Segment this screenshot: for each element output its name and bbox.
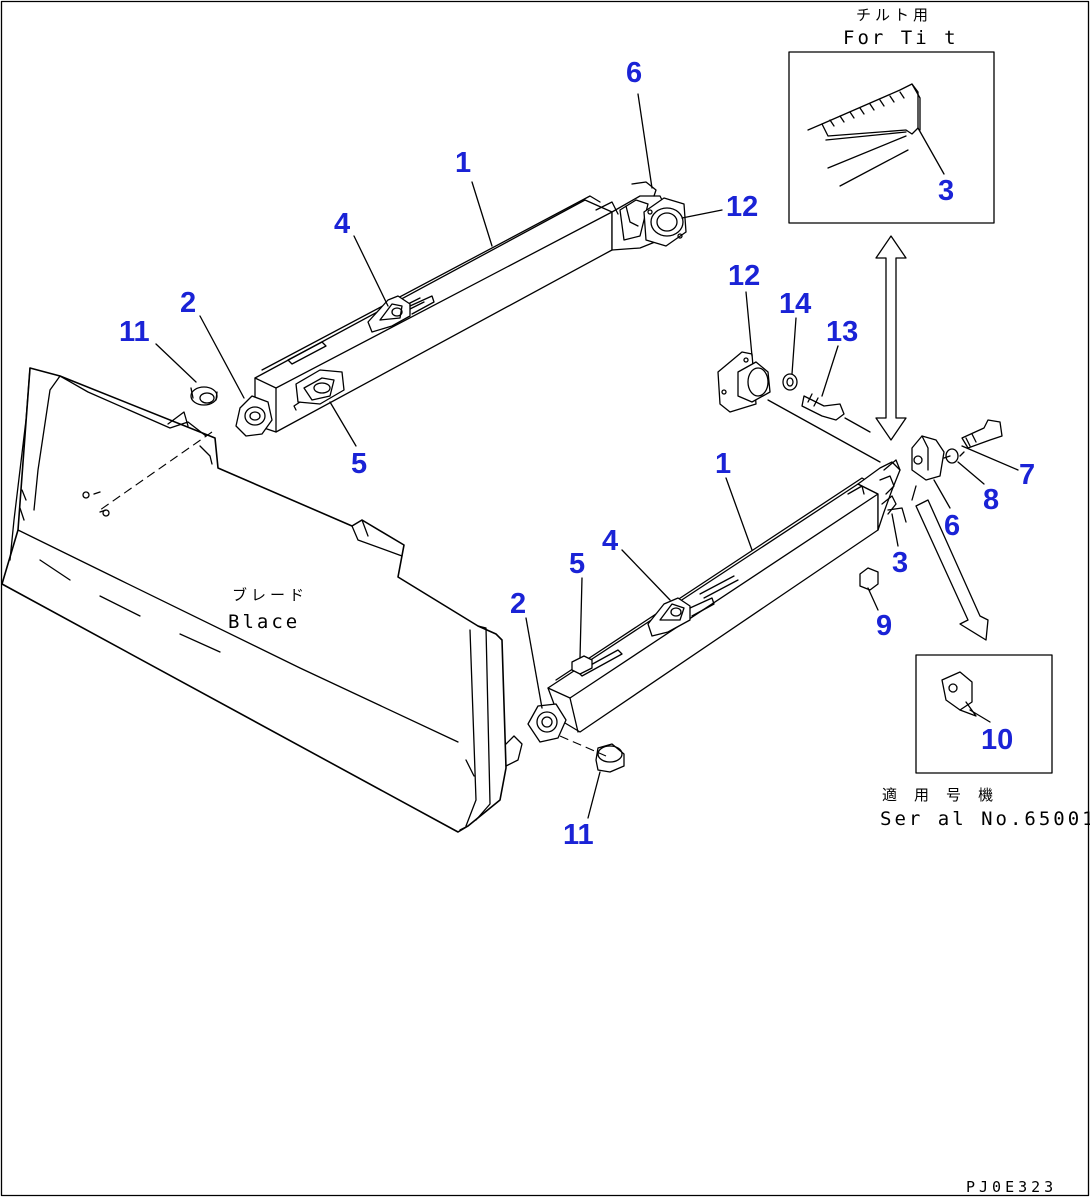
callout-10: 10 (981, 724, 1013, 756)
callout-1-bot: 1 (715, 448, 731, 480)
assembly-lines (99, 399, 965, 757)
callout-2-top: 2 (180, 287, 196, 319)
drawing-code: PJ0E323 (966, 1178, 1057, 1196)
callout-3-bot: 3 (892, 547, 908, 579)
leader-lines (155, 93, 1019, 819)
caption-tilt-jp: チルト用 (856, 6, 932, 24)
callout-7: 7 (1019, 459, 1035, 491)
inset-serial (915, 654, 1053, 774)
caption-blade-jp: ブレード (232, 586, 308, 604)
callout-numbers: 1 2 4 5 6 11 12 12 14 13 3 7 8 6 3 9 1 4… (119, 57, 1035, 851)
callout-4-top: 4 (334, 208, 350, 240)
clamp-parts (859, 419, 1003, 591)
caption-serial-en: Ser al No.65001~ (880, 808, 1090, 830)
blade-drawing (1, 367, 523, 833)
inset-tilt (788, 51, 995, 224)
upper-arm-drawing (190, 181, 687, 437)
lower-arm-drawing (527, 459, 907, 773)
caption-blade-en: Blace (228, 611, 300, 633)
captions: チルト用 For Ti t ブレード Blace 適 用 号 機 Ser al … (228, 6, 1090, 1196)
callout-12-top: 12 (726, 191, 758, 223)
callout-5-bot: 5 (569, 548, 585, 580)
callout-14: 14 (779, 288, 811, 320)
callout-5-top: 5 (351, 448, 367, 480)
callout-4-bot: 4 (602, 525, 618, 557)
caption-serial-jp: 適 用 号 機 (882, 786, 997, 804)
caption-tilt-en: For Ti t (843, 27, 959, 49)
callout-3-inset: 3 (938, 175, 954, 207)
callout-6-top: 6 (626, 57, 642, 89)
callout-6-bot: 6 (944, 510, 960, 542)
callout-11-top: 11 (119, 316, 150, 348)
callout-1-top: 1 (455, 147, 471, 179)
callout-8: 8 (983, 484, 999, 516)
arrows (875, 235, 989, 641)
callout-13: 13 (826, 316, 858, 348)
callout-2-bot: 2 (510, 588, 526, 620)
ball-joint-parts (717, 351, 845, 421)
callout-11-bot: 11 (563, 819, 594, 851)
callout-9: 9 (876, 610, 892, 642)
callout-12-mid: 12 (728, 260, 760, 292)
